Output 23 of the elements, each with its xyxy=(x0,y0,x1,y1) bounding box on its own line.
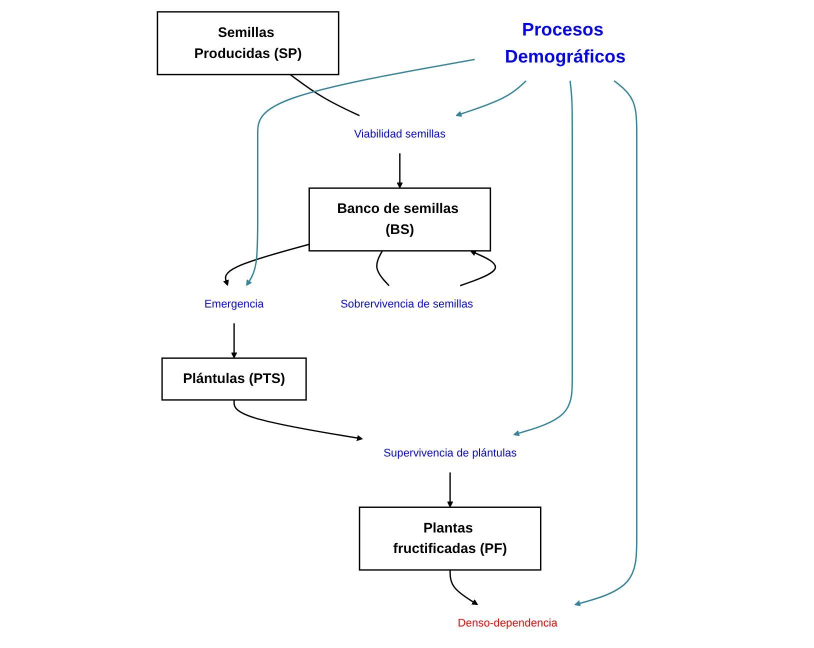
connector xyxy=(290,74,360,116)
node-box: Banco de semillas (BS) xyxy=(308,187,492,252)
arrow xyxy=(234,400,364,442)
arrow xyxy=(456,80,527,117)
arrow xyxy=(460,250,496,286)
node-text: Viabilidad semillas xyxy=(354,128,446,140)
node-text: Sobrervivencia de semillas xyxy=(340,298,474,310)
arrow xyxy=(397,153,404,188)
arrow xyxy=(246,58,476,286)
node-text: Supervivencia de plántulas xyxy=(384,447,518,460)
arrow xyxy=(447,472,454,508)
node-box: Semillas Producidas (SP) xyxy=(157,11,340,76)
node-text: Emergencia xyxy=(204,298,264,310)
node-text: Denso-dependencia xyxy=(458,617,558,630)
arrow xyxy=(514,80,574,436)
arrow xyxy=(231,323,238,358)
arrow xyxy=(223,244,310,286)
node-text: Procesos Demográficos xyxy=(505,18,626,67)
connector xyxy=(376,250,390,286)
arrow xyxy=(574,80,638,606)
node-box: Plantas fructificadas (PF) xyxy=(359,506,542,571)
arrow xyxy=(450,570,478,606)
node-box: Plántulas (PTS) xyxy=(162,357,308,401)
